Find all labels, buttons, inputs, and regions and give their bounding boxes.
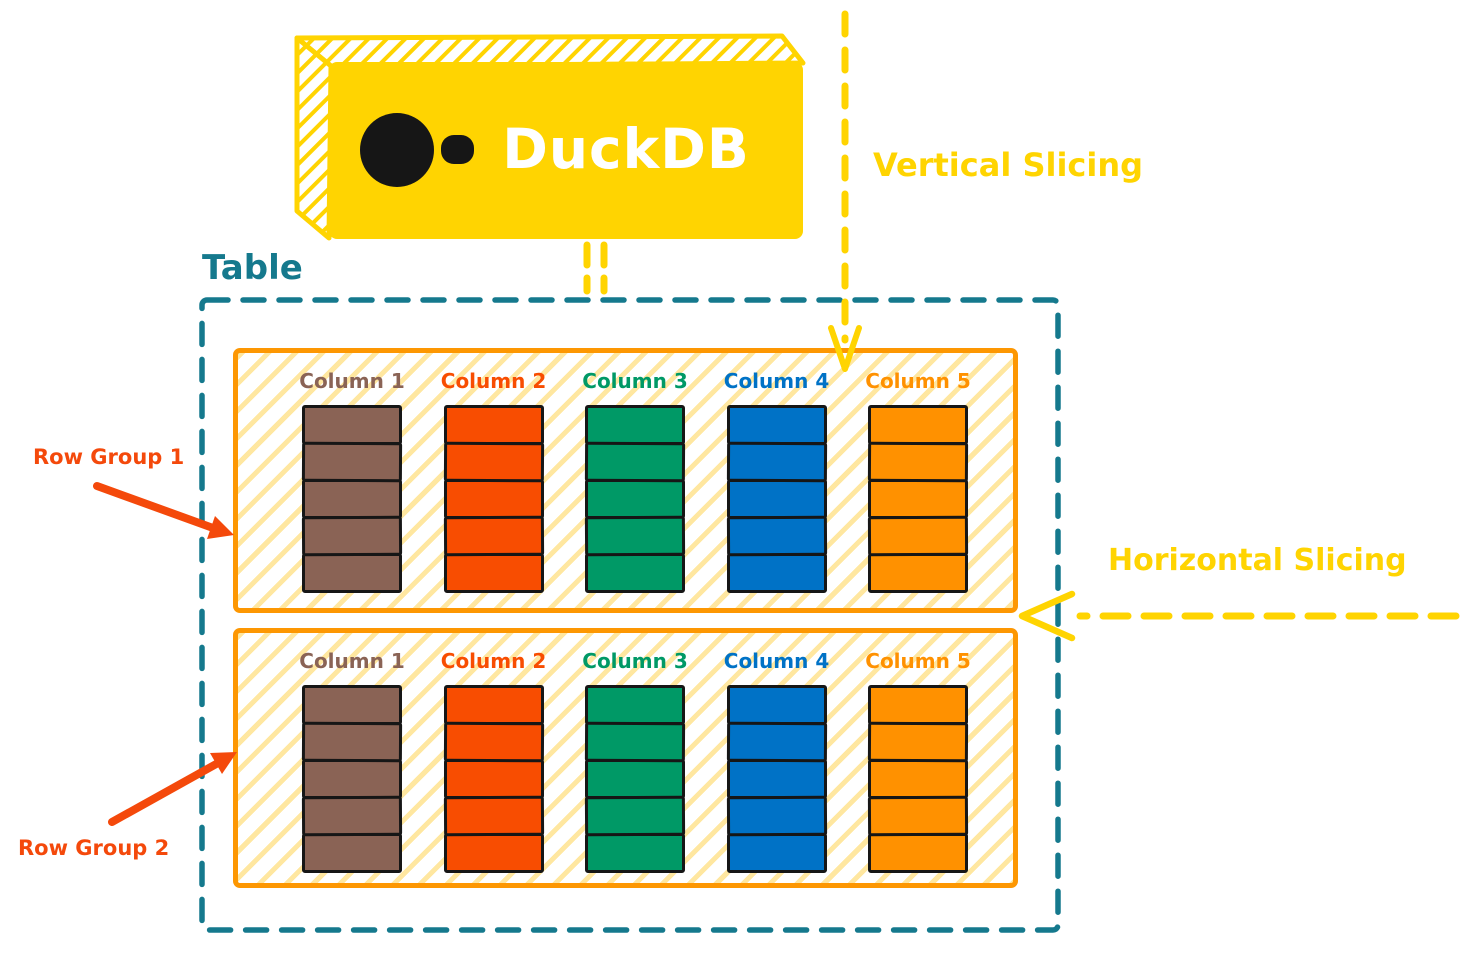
column-cell [302,479,402,519]
row-group-1: Column 1 Column 2 Column 3 [233,348,1018,613]
column-cell [726,441,827,483]
column-cell [302,553,402,593]
column-cell [868,405,968,445]
duck-logo-icon [360,113,474,187]
duckdb-box-side-face [294,35,334,241]
column-cell-stack [726,685,827,873]
column-cell [726,795,827,837]
column-group: Column 5 [865,369,971,608]
column-cell [443,479,544,519]
row-group-2-arrow [108,752,237,826]
column-group: Column 3 [582,649,688,883]
vertical-slicing-arrow [828,10,862,372]
column-cell [726,833,827,873]
row-group-2: Column 1 Column 2 Column 3 [233,628,1018,888]
column-cell [443,685,544,725]
column-cell [584,795,686,837]
column-cell [868,685,968,725]
column-cell-stack [443,405,544,593]
column-header: Column 4 [723,649,830,673]
duckdb-logo-text: DuckDB [502,117,750,181]
column-cell [867,515,969,557]
column-cell [443,515,544,557]
column-cell [585,405,685,445]
column-group: Column 1 [299,369,405,608]
column-header: Column 3 [582,369,688,393]
column-header: Column 5 [865,369,971,393]
column-group: Column 2 [440,649,547,883]
column-cell [726,553,827,593]
horizontal-slicing-arrow [1018,590,1460,642]
column-cell-stack [584,685,686,873]
column-cell [585,759,685,799]
connector-dashes [583,241,608,295]
column-header: Column 5 [865,649,971,673]
duckdb-box-top-face [294,33,806,69]
row-group-1-arrow [93,482,234,539]
column-cell [726,759,827,799]
column-group: Column 3 [582,369,688,608]
column-cell [726,405,827,445]
column-cell [867,721,969,763]
row-group-2-label: Row Group 2 [18,836,170,860]
column-group: Column 2 [440,369,547,608]
column-cell [301,441,403,483]
column-cell [867,441,969,483]
column-cell [443,795,544,837]
column-cell [584,515,686,557]
column-cell [443,441,544,483]
column-cell [443,759,544,799]
table-label: Table [202,248,303,288]
column-cell [868,759,968,799]
column-header: Column 1 [299,369,405,393]
column-cell [726,479,827,519]
horizontal-slicing-label: Horizontal Slicing [1108,543,1407,578]
column-cell [868,479,968,519]
vertical-slicing-label: Vertical Slicing [873,146,1144,184]
column-cell [585,479,685,519]
column-cell-stack [301,405,403,593]
column-cell [443,721,544,763]
column-cell [443,405,544,445]
column-cell [726,685,827,725]
column-cell [301,721,403,763]
column-cell [868,553,968,593]
column-cell [585,685,685,725]
column-cell-stack [584,405,686,593]
column-group: Column 4 [723,649,830,883]
column-group: Column 1 [299,649,405,883]
column-cell [301,795,403,837]
column-group: Column 5 [865,649,971,883]
column-cell [585,553,685,593]
column-header: Column 1 [299,649,405,673]
column-cell [867,795,969,837]
column-header: Column 2 [440,649,547,673]
column-cell-stack [726,405,827,593]
column-cell [584,441,686,483]
column-cell [726,721,827,763]
column-header: Column 3 [582,649,688,673]
column-cell [302,405,402,445]
column-cell [443,833,544,873]
column-cell [302,833,402,873]
column-cell [302,759,402,799]
column-group: Column 4 [723,369,830,608]
row-group-1-label: Row Group 1 [33,445,185,469]
column-cell-stack [301,685,403,873]
column-cell-stack [867,685,969,873]
column-header: Column 4 [723,369,830,393]
column-cell [584,721,686,763]
column-cell [868,833,968,873]
column-cell [301,515,403,557]
column-cell [585,833,685,873]
column-cell [726,515,827,557]
column-cell [443,553,544,593]
column-cell-stack [443,685,544,873]
column-header: Column 2 [440,369,547,393]
column-cell-stack [867,405,969,593]
column-cell [302,685,402,725]
